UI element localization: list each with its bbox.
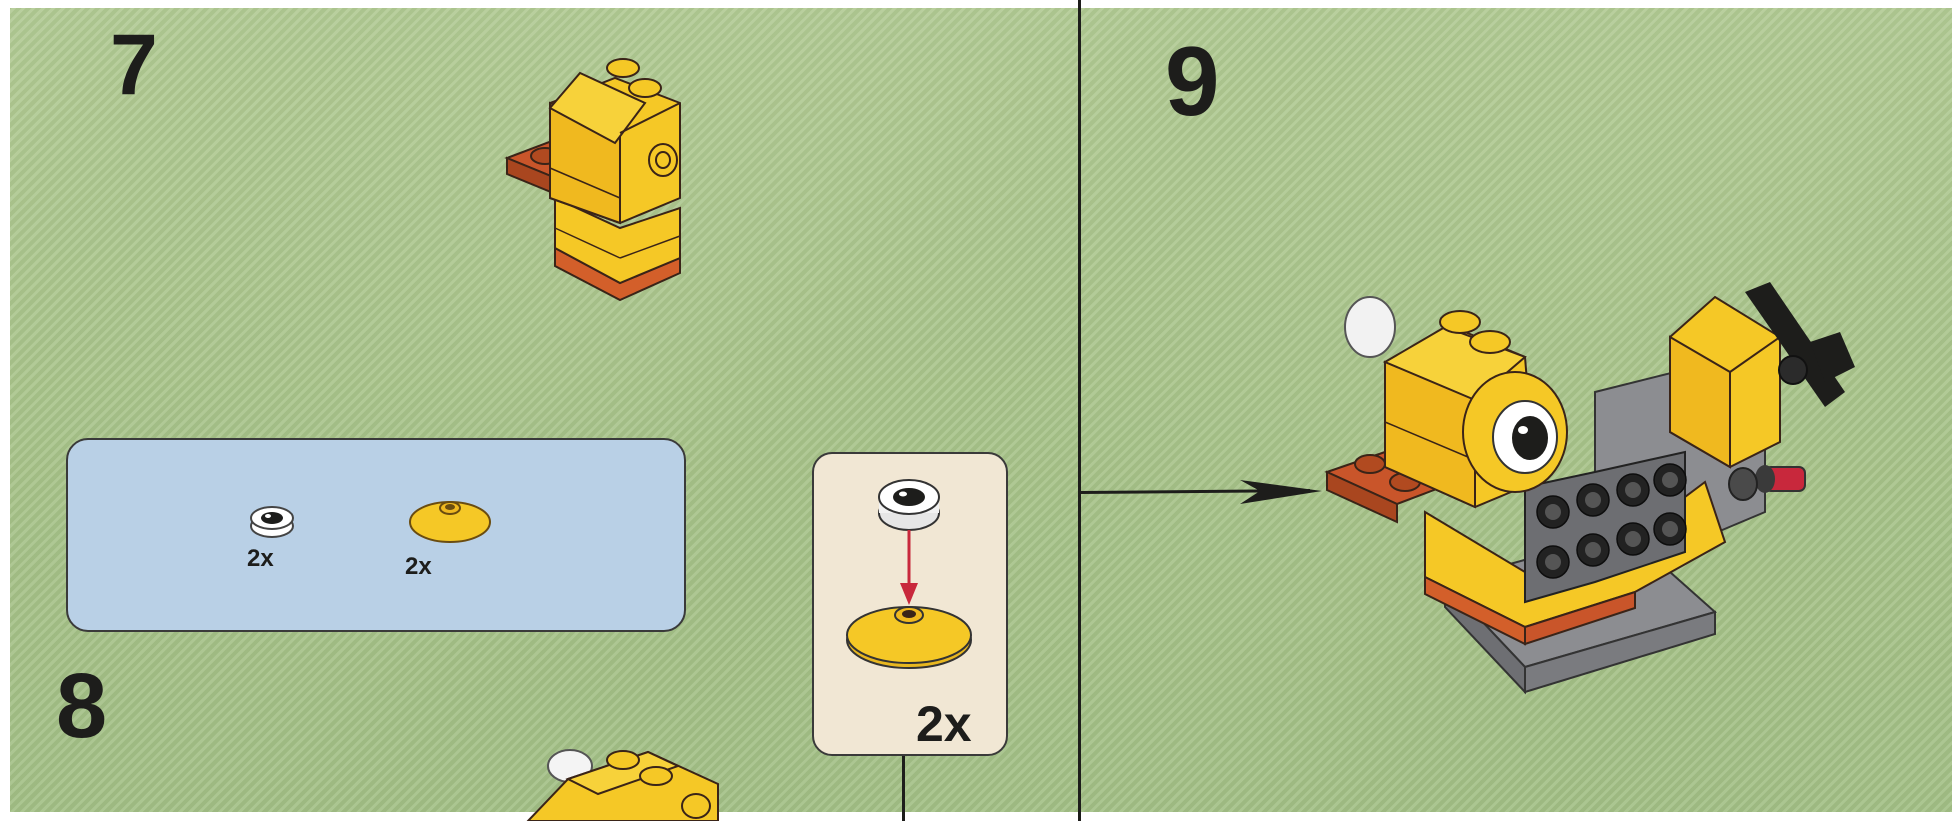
step-number-8: 8	[56, 660, 107, 752]
step-number-9: 9	[1165, 32, 1220, 130]
photo-border-bottom	[0, 812, 1952, 821]
duck-head-model-image	[505, 48, 745, 323]
duck-plane-model-image	[1325, 282, 1860, 712]
step8-duck-model-image	[528, 744, 728, 821]
panel-divider	[1078, 0, 1081, 821]
callout-assembly-image	[842, 475, 977, 680]
callout-connector-line	[902, 750, 905, 821]
step-number-7: 7	[110, 22, 158, 108]
photo-border-top	[0, 0, 1952, 8]
step-arrow-icon	[1240, 470, 1330, 516]
part-count-eye: 2x	[247, 545, 274, 573]
parts-list-box	[66, 438, 686, 632]
photo-border-left	[0, 0, 10, 821]
eye-tile-icon	[248, 500, 296, 540]
part-count-dish: 2x	[405, 553, 432, 581]
yellow-dish-icon	[408, 494, 492, 546]
callout-count: 2x	[916, 695, 972, 753]
